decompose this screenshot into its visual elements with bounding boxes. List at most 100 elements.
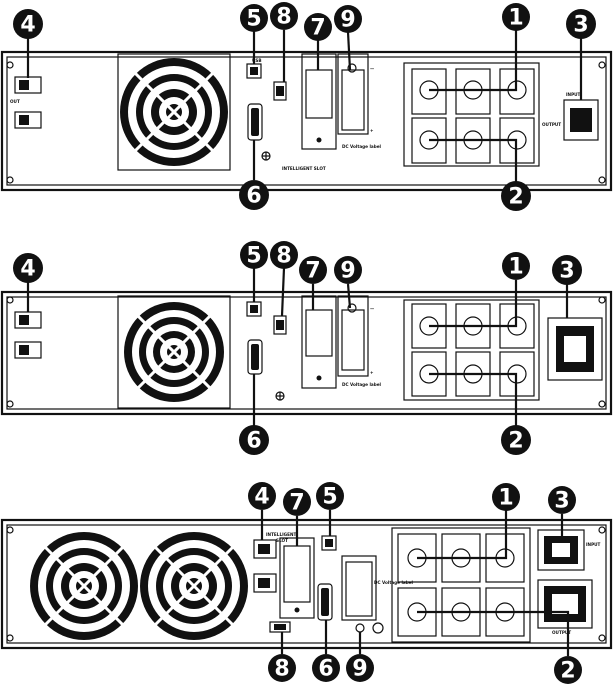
svg-text:1: 1: [508, 6, 523, 31]
screw-icon: [6, 176, 14, 184]
ground-icon: [275, 391, 285, 401]
callout-6: 6: [239, 425, 269, 455]
cooling-fan: [30, 532, 138, 640]
svg-text:9: 9: [340, 8, 355, 33]
screw-icon: [6, 296, 14, 304]
svg-text:7: 7: [289, 491, 304, 516]
rear-panel-middle: — + DC Voltage label: [0, 290, 613, 416]
epo-connector[interactable]: [273, 81, 287, 101]
callout-7: 7: [283, 488, 311, 516]
callout-5: 5: [316, 482, 344, 510]
svg-text:8: 8: [276, 5, 291, 30]
svg-text:1: 1: [508, 255, 523, 280]
leader-line: [280, 267, 286, 317]
callout-5: 5: [240, 4, 268, 32]
input-label: INPUT: [566, 92, 581, 97]
leader-line: [346, 31, 352, 71]
callout-2: 2: [554, 656, 582, 684]
epo-connector[interactable]: [269, 621, 291, 633]
callout-1: 1: [502, 252, 530, 280]
svg-text:5: 5: [246, 244, 261, 269]
dc-voltage-label: DC Voltage label: [342, 382, 382, 387]
screw-icon: [598, 526, 606, 534]
screw-icon: [598, 400, 606, 408]
ac-input-socket[interactable]: [547, 317, 603, 381]
out-label: OUT: [10, 99, 20, 104]
screw-icon: [6, 634, 14, 642]
callout-6: 6: [239, 180, 269, 210]
screw-icon: [598, 634, 606, 642]
callout-8: 8: [270, 241, 298, 269]
callout-2: 2: [501, 425, 531, 455]
network-ports[interactable]: [253, 539, 277, 593]
svg-text:9: 9: [340, 259, 355, 284]
svg-text:6: 6: [246, 184, 261, 209]
callout-4: 4: [13, 253, 43, 283]
leader-line: [417, 510, 508, 560]
svg-text:6: 6: [318, 657, 333, 682]
svg-text:5: 5: [246, 7, 261, 32]
callout-7: 7: [304, 13, 332, 41]
ac-input-socket[interactable]: [537, 529, 585, 571]
svg-text:2: 2: [508, 429, 523, 454]
ground-icon: [372, 622, 384, 634]
svg-text:—: —: [370, 306, 374, 311]
external-battery-connector[interactable]: — + DC Voltage label: [337, 53, 382, 149]
svg-text:—: —: [370, 66, 374, 71]
output-label: OUTPUT: [542, 122, 561, 127]
svg-text:6: 6: [246, 429, 261, 454]
leader-line: [346, 283, 352, 309]
cooling-fan: [140, 532, 248, 640]
rear-panel-top: — + DC Voltage label OUT USB: [0, 50, 613, 192]
svg-text:7: 7: [310, 16, 325, 41]
leader-line: [429, 372, 518, 426]
svg-text:3: 3: [573, 13, 588, 38]
callout-7: 7: [299, 256, 327, 284]
svg-text:2: 2: [508, 185, 523, 210]
leader-line: [417, 610, 570, 656]
input-label: INPUT: [586, 542, 601, 547]
external-battery-connector[interactable]: DC Voltage label: [341, 555, 414, 633]
callout-8: 8: [270, 2, 298, 30]
svg-text:9: 9: [352, 657, 367, 682]
callout-1: 1: [502, 3, 530, 31]
ac-output-socket[interactable]: [537, 579, 593, 629]
leader-line: [429, 30, 518, 92]
svg-text:4: 4: [254, 485, 269, 510]
programmable-outlets[interactable]: [403, 62, 540, 167]
svg-text:4: 4: [20, 13, 35, 38]
svg-text:3: 3: [554, 489, 569, 514]
callout-8: 8: [268, 654, 296, 682]
dc-voltage-label: DC Voltage label: [374, 580, 414, 585]
svg-text:4: 4: [20, 257, 35, 282]
external-battery-connector[interactable]: — + DC Voltage label: [337, 295, 382, 387]
callout-6: 6: [312, 654, 340, 682]
svg-text:8: 8: [274, 657, 289, 682]
svg-text:1: 1: [498, 486, 513, 511]
callout-4: 4: [248, 482, 276, 510]
callout-3: 3: [552, 255, 582, 285]
callout-5: 5: [240, 241, 268, 269]
cooling-fan: [117, 295, 231, 409]
epo-connector[interactable]: [273, 315, 287, 335]
callout-9: 9: [346, 654, 374, 682]
slot-label: SLOT: [276, 538, 288, 543]
svg-text:+: +: [370, 370, 374, 375]
svg-text:8: 8: [276, 244, 291, 269]
callout-3: 3: [566, 9, 596, 39]
callout-9: 9: [334, 256, 362, 284]
callout-3: 3: [548, 486, 576, 514]
svg-text:3: 3: [559, 259, 574, 284]
screw-icon: [598, 176, 606, 184]
intelligent-slot[interactable]: [301, 295, 337, 389]
callout-4: 4: [13, 9, 43, 39]
screw-icon: [6, 61, 14, 69]
output-label: OUTPUT: [552, 630, 571, 635]
callout-2: 2: [501, 181, 531, 211]
leader-line: [429, 280, 518, 328]
svg-text:7: 7: [305, 259, 320, 284]
screw-icon: [6, 400, 14, 408]
svg-text:+: +: [370, 128, 374, 133]
screw-icon: [598, 61, 606, 69]
